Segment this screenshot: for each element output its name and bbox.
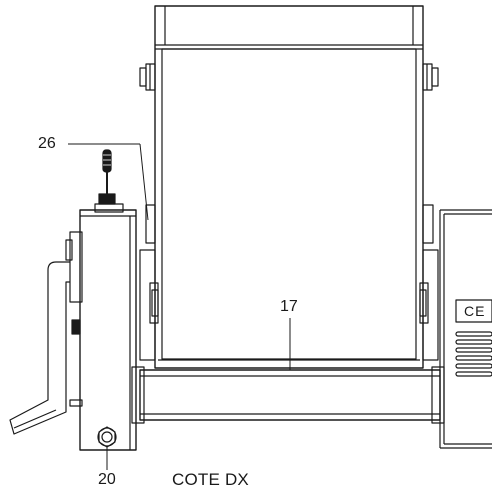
vent-slots <box>455 331 492 377</box>
crank-handle-icon <box>9 231 83 435</box>
left-bracket-bolts <box>139 63 159 361</box>
base-beam <box>131 366 445 424</box>
right-bracket-bolts <box>419 63 439 361</box>
motor-unit <box>439 209 492 449</box>
callout-26: 26 <box>38 135 56 152</box>
joystick-knob-icon <box>98 149 116 205</box>
ce-mark-icon: CE <box>464 303 486 319</box>
view-caption: COTE DX <box>172 470 249 489</box>
callout-17: 17 <box>280 298 298 315</box>
leader-lines <box>68 143 291 470</box>
control-box <box>79 203 137 451</box>
central-frame <box>154 5 424 369</box>
bottom-nut <box>97 426 117 448</box>
leader-26-tail <box>139 143 149 221</box>
callout-20: 20 <box>98 471 116 488</box>
